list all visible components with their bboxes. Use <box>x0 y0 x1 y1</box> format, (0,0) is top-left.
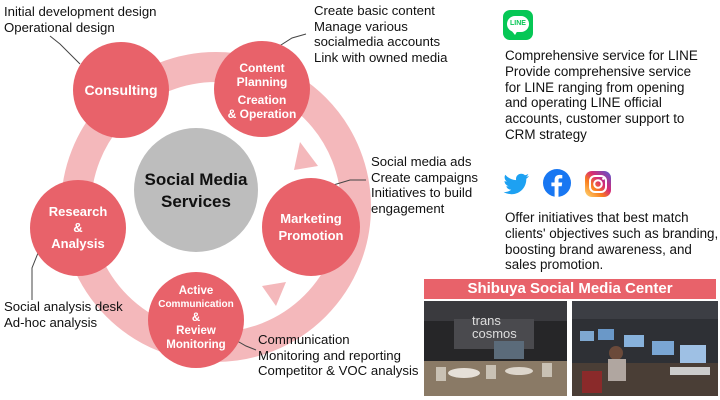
marketing-label-2: Promotion <box>279 228 344 243</box>
note-line: Social media ads <box>371 154 472 169</box>
content-node <box>214 41 310 137</box>
note-line: socialmedia accounts <box>314 34 441 50</box>
note-line: Initial development design <box>4 4 157 19</box>
sign-text-2: cosmos <box>472 326 517 341</box>
research-label-3: Analysis <box>51 236 104 251</box>
center-circle <box>134 128 258 252</box>
twitter-icon <box>503 173 529 195</box>
consulting-node <box>73 42 169 138</box>
content-label-3: Creation <box>238 93 287 107</box>
social-desc-line: boosting brand awareness, and <box>505 241 692 257</box>
lounge-scene-icon <box>424 301 567 396</box>
service-cycle-diagram: Social Media Services Consulting Content… <box>30 33 371 368</box>
line-desc-line: Provide comprehensive service <box>505 63 692 79</box>
desk-scene-icon <box>572 301 718 396</box>
note-line: engagement <box>371 200 445 216</box>
content-label-2: Planning <box>237 75 288 89</box>
consulting-notes: Initial development design Operational d… <box>4 4 157 35</box>
marketing-label-1: Marketing <box>280 211 341 226</box>
content-notes: Create basic content Manage various soci… <box>314 3 447 65</box>
note-line: Initiatives to build <box>371 185 473 201</box>
facebook-icon <box>543 169 571 197</box>
cycle-arrow-2 <box>294 142 318 170</box>
note-line: Operational design <box>4 19 115 35</box>
note-line: Create basic content <box>314 3 435 18</box>
line-desc-line: for LINE ranging from opening <box>505 79 685 95</box>
social-desc-line: sales promotion. <box>505 257 604 273</box>
line-icon-text: LINE <box>510 20 526 27</box>
cycle-arrow-1 <box>198 58 222 80</box>
line-desc-line: accounts, customer support to <box>505 111 685 127</box>
note-line: Competitor & VOC analysis <box>258 363 419 379</box>
note-line: Social analysis desk <box>4 299 123 314</box>
consulting-label: Consulting <box>84 82 157 98</box>
center-label-line2: Services <box>161 192 231 211</box>
connector-marketing <box>329 179 366 187</box>
note-line: Ad-hoc analysis <box>4 314 98 330</box>
research-notes: Social analysis desk Ad-hoc analysis <box>4 299 123 330</box>
active-label-5: Monitoring <box>166 339 225 351</box>
note-line: Manage various <box>314 18 408 34</box>
line-app-icon: LINE <box>503 10 533 40</box>
content-label-1: Content <box>239 61 284 75</box>
instagram-icon <box>585 171 611 197</box>
office-photo-lounge: trans cosmos <box>424 301 567 396</box>
active-notes: Communication Monitoring and reporting C… <box>258 332 419 379</box>
active-label-4: Review <box>176 325 216 337</box>
line-bubble-icon <box>507 16 529 32</box>
line-desc-line: Comprehensive service for LINE <box>505 48 698 63</box>
sign-text-1: trans <box>472 313 501 328</box>
social-desc-line: Offer initiatives that best match <box>505 210 689 225</box>
office-photo-desk <box>572 301 718 396</box>
note-line: Communication <box>258 332 350 347</box>
connector-consulting <box>49 35 81 65</box>
cycle-arrow-4 <box>116 310 140 332</box>
social-description: Offer initiatives that best match client… <box>505 210 718 273</box>
marketing-node <box>262 178 360 276</box>
note-line: Link with owned media <box>314 49 448 65</box>
line-desc-line: and operating LINE official <box>505 95 662 111</box>
research-label-2: & <box>73 220 82 235</box>
line-desc-line: CRM strategy <box>505 126 587 142</box>
active-node <box>148 272 244 368</box>
active-label-2: Communication <box>158 299 234 310</box>
social-desc-line: clients' objectives such as branding, <box>505 225 719 241</box>
note-line: Monitoring and reporting <box>258 347 401 363</box>
marketing-notes: Social media ads Create campaigns Initia… <box>371 154 478 216</box>
active-label-1: Active <box>179 285 214 297</box>
content-label-4: & Operation <box>228 107 297 121</box>
connector-research <box>31 247 41 300</box>
note-line: Create campaigns <box>371 169 479 185</box>
cycle-arrow-3 <box>262 282 286 306</box>
center-banner: Shibuya Social Media Center <box>424 279 716 299</box>
research-node <box>30 180 126 276</box>
line-description: Comprehensive service for LINE Provide c… <box>505 48 698 143</box>
active-label-3: & <box>192 312 200 324</box>
center-label-line1: Social Media <box>145 170 249 189</box>
research-label-1: Research <box>49 204 108 219</box>
